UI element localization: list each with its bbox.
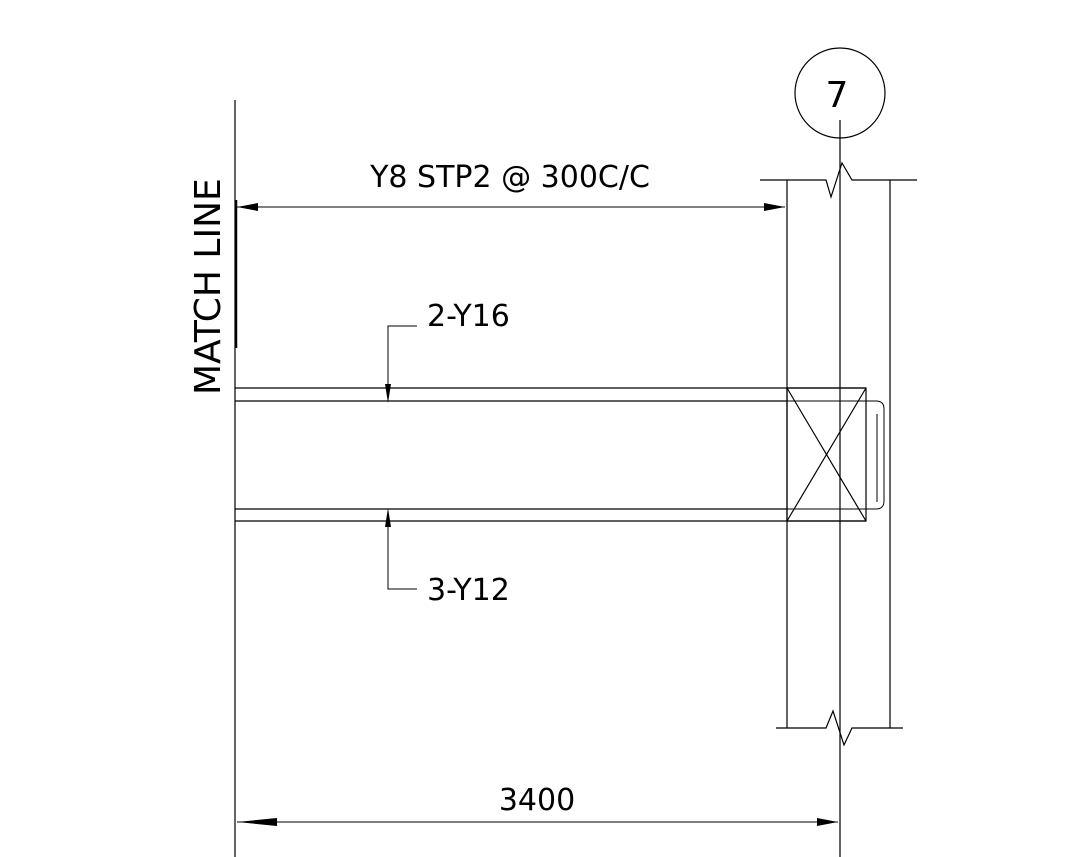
span-dimension: 3400 [237,783,838,826]
column [760,120,917,857]
stirrup-dimension: Y8 STP2 @ 300C/C [237,160,785,211]
top-bars-label: 2-Y16 [427,299,510,334]
beam [235,387,885,522]
bottom-bars-label: 3-Y12 [427,573,510,608]
match-line: MATCH LINE [188,100,238,857]
joint-box [786,387,867,522]
stirrup-note-label: Y8 STP2 @ 300C/C [369,160,650,195]
span-dimension-label: 3400 [499,783,575,818]
rebar-hook [787,400,885,510]
bottom-break-line [776,709,903,747]
match-line-label: MATCH LINE [188,178,229,395]
bottom-bars-leader: 3-Y12 [385,508,510,608]
grid-bubble-label: 7 [826,75,849,116]
top-bars-leader: 2-Y16 [385,299,510,403]
top-break-line [760,161,917,200]
